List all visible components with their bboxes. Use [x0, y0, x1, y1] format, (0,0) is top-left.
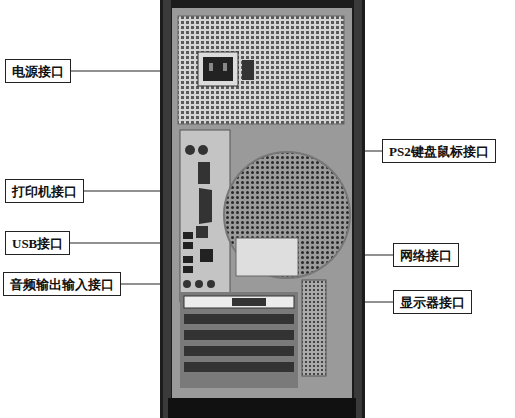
callout-label: 音频输出输入接口	[10, 277, 114, 292]
callout-box: 显示器接口	[393, 290, 472, 314]
callout-box: 打印机接口	[5, 179, 84, 203]
callout-box: 电源接口	[5, 59, 71, 83]
callout-label: 电源接口	[12, 64, 64, 79]
callout-label: 网络接口	[400, 248, 452, 263]
callout-box: 网络接口	[393, 243, 459, 267]
callout-label: 打印机接口	[12, 184, 77, 199]
callout-label: PS2键盘鼠标接口	[389, 144, 489, 159]
callout-box: 音频输出输入接口	[3, 272, 121, 296]
callout-box: USB接口	[5, 231, 70, 255]
callout-label: 显示器接口	[400, 295, 465, 310]
callout-box: PS2键盘鼠标接口	[382, 139, 496, 163]
callout-label: USB接口	[12, 236, 63, 251]
